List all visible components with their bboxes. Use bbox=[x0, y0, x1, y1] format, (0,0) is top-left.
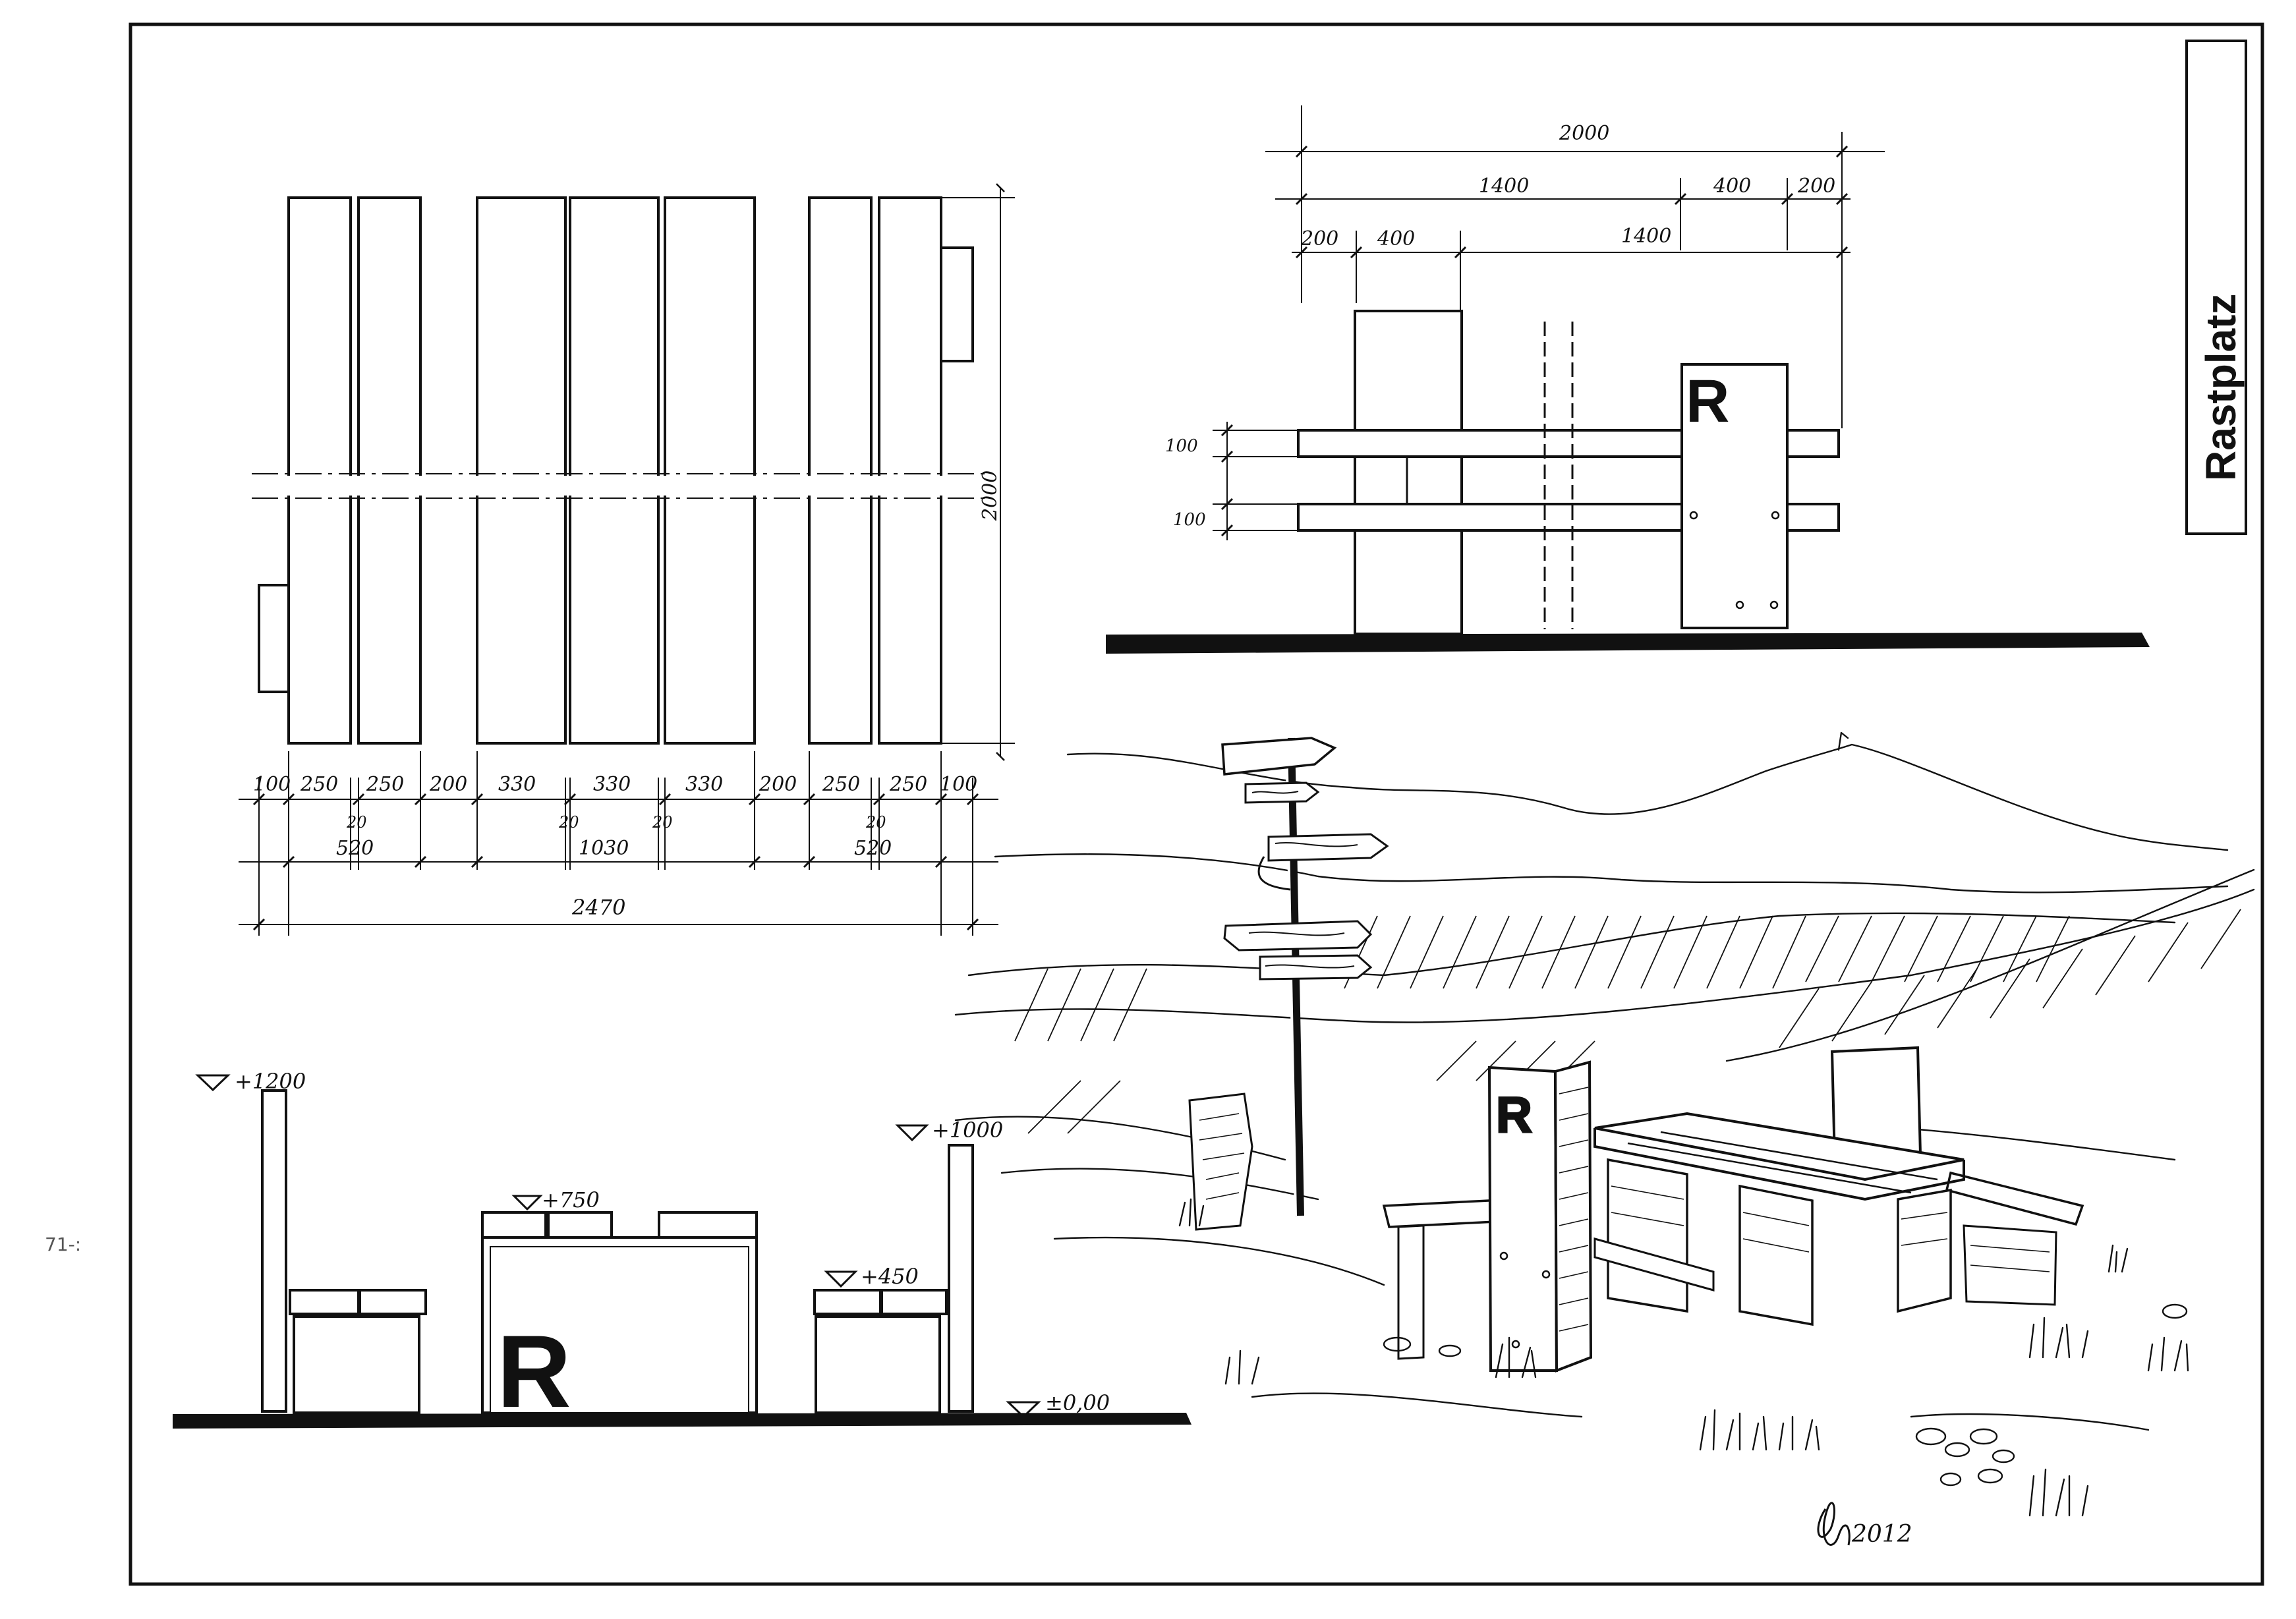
group-label: 1030 bbox=[579, 837, 629, 860]
front-structure bbox=[1297, 310, 1840, 635]
dim-label: 100 bbox=[940, 773, 977, 796]
plan-view: 100 250 250 200 330 330 330 200 250 250 … bbox=[239, 183, 1015, 936]
side-structure bbox=[261, 1089, 974, 1414]
gap-label: 20 bbox=[558, 813, 579, 832]
plan-dimension-lines bbox=[239, 183, 1015, 936]
dim-label: 330 bbox=[593, 773, 631, 796]
dim-label: 330 bbox=[498, 773, 536, 796]
gap-label: 20 bbox=[865, 813, 886, 832]
side-view: R +1200 +750 +1000 +450 ±0,00 bbox=[173, 1069, 1191, 1429]
dim-label: 200 bbox=[759, 773, 797, 796]
gap-label: 20 bbox=[652, 813, 673, 832]
plan-break bbox=[250, 476, 1002, 496]
dim-label: 250 bbox=[366, 773, 404, 796]
plan-dimension-ticks bbox=[252, 793, 979, 931]
stones bbox=[1383, 1303, 2188, 1487]
dim-label: 200 bbox=[1300, 227, 1338, 250]
left-backrest bbox=[261, 1089, 287, 1413]
wayfinding-signpost bbox=[1221, 737, 1389, 1216]
title-box bbox=[2185, 40, 2247, 535]
perspective-sketch: R bbox=[954, 731, 2255, 1548]
overall-width-label: 2470 bbox=[571, 895, 625, 920]
dim-label: 1400 bbox=[1479, 175, 1529, 198]
group-label: 520 bbox=[336, 837, 374, 860]
picnic-table-set: R bbox=[1382, 1046, 2084, 1373]
far-bench bbox=[1945, 1171, 2084, 1226]
dim-label: 250 bbox=[889, 773, 927, 796]
dim-label: 250 bbox=[300, 773, 338, 796]
dim-label: 330 bbox=[685, 773, 723, 796]
svg-text:+450: +450 bbox=[861, 1264, 919, 1289]
front-ground-line bbox=[1106, 633, 2150, 654]
svg-text:+1000: +1000 bbox=[932, 1118, 1003, 1143]
foreground-ground bbox=[954, 1116, 2176, 1431]
svg-text:±0,00: ±0,00 bbox=[1045, 1390, 1110, 1415]
right-backrest bbox=[948, 1144, 974, 1413]
signature: 2012 bbox=[1817, 1502, 1912, 1548]
signature-year: 2012 bbox=[1851, 1521, 1912, 1548]
mountain-outlines bbox=[954, 731, 2255, 1062]
front-view: 2000 1400 400 200 200 400 1400 100 100 R bbox=[1106, 105, 2150, 654]
title-block: Rastplatz bbox=[2185, 40, 2247, 535]
plan-dimension-labels: 100 250 250 200 330 330 330 200 250 250 … bbox=[253, 470, 1002, 920]
sign-post bbox=[1680, 363, 1789, 629]
svg-text:+750: +750 bbox=[542, 1187, 600, 1212]
grass-tufts bbox=[1178, 1198, 2189, 1517]
dim-label: 1400 bbox=[1621, 225, 1671, 248]
front-dimension-labels: 2000 1400 400 200 200 400 1400 100 100 bbox=[1165, 122, 1835, 530]
backrest-post bbox=[1354, 310, 1463, 635]
board-height-label: 100 bbox=[1165, 436, 1198, 456]
board-height-label: 100 bbox=[1173, 510, 1206, 530]
overall-height-label: 2000 bbox=[979, 470, 1002, 521]
plan-boards bbox=[258, 196, 974, 745]
level-labels: +1200 +750 +1000 +450 ±0,00 bbox=[235, 1069, 1110, 1415]
post-letter: R bbox=[1496, 1087, 1532, 1143]
dim-label: 250 bbox=[822, 773, 860, 796]
dim-label: 200 bbox=[1797, 175, 1835, 198]
stray-mark: 71-: bbox=[45, 1234, 81, 1255]
dim-label: 100 bbox=[253, 773, 291, 796]
table-letter: R bbox=[497, 1315, 571, 1429]
svg-text:+1200: +1200 bbox=[235, 1069, 306, 1094]
level-markers bbox=[195, 1074, 1041, 1419]
gap-label: 20 bbox=[346, 813, 367, 832]
dim-label: 400 bbox=[1377, 227, 1415, 250]
dim-label: 400 bbox=[1713, 175, 1751, 198]
rest-area-sign-letter: R bbox=[1686, 368, 1729, 435]
boulder bbox=[1188, 1093, 1253, 1231]
sheet-frame bbox=[129, 22, 2264, 1586]
front-dimension-lines bbox=[1213, 105, 1885, 540]
section-ground-line bbox=[173, 1413, 1191, 1429]
group-label: 520 bbox=[854, 837, 892, 860]
dim-label: 200 bbox=[429, 773, 467, 796]
sheet-title: Rastplatz bbox=[2197, 294, 2245, 482]
dim-label: 2000 bbox=[1559, 122, 1609, 145]
